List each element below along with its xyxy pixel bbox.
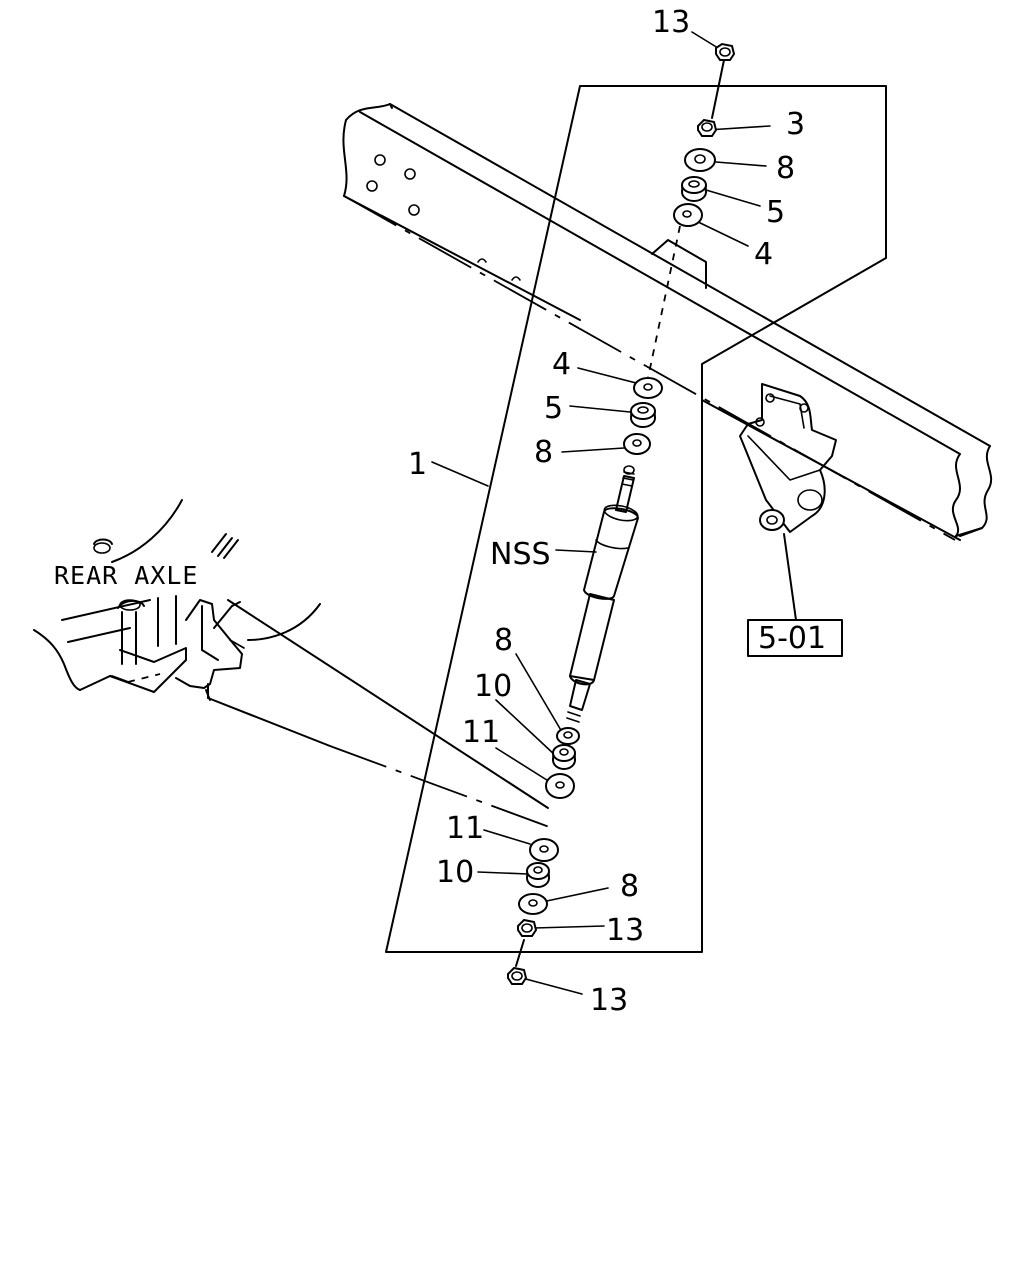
callout-5-top: 5 xyxy=(766,195,785,230)
callout-8-mid: 8 xyxy=(534,435,553,470)
hardware-parts xyxy=(507,42,736,985)
callout-8-low: 8 xyxy=(494,623,513,658)
bushing-10-low xyxy=(552,744,576,770)
callout-4-mid: 4 xyxy=(552,347,571,382)
bushing-5-mid xyxy=(630,402,656,428)
callout-nss: NSS xyxy=(490,537,551,572)
frame-rail xyxy=(342,103,993,541)
callout-5-mid: 5 xyxy=(544,391,563,426)
callout-10-bottom: 10 xyxy=(436,855,474,890)
shock-absorber xyxy=(566,465,639,723)
callout-8-top: 8 xyxy=(776,151,795,186)
washer-8-bottom xyxy=(518,893,548,915)
washer-8-mid xyxy=(623,433,651,455)
callout-13-bottom-2: 13 xyxy=(590,983,628,1018)
washer-8-low xyxy=(556,727,580,745)
callout-10-low: 10 xyxy=(474,669,512,704)
callout-11-low: 11 xyxy=(462,715,500,750)
nut-13-bottom-1 xyxy=(517,918,538,937)
assembly-outline xyxy=(385,85,887,953)
washer-4-top xyxy=(673,203,703,227)
frame-bracket xyxy=(739,383,837,621)
rear-axle-assembly xyxy=(33,499,321,693)
rear-axle-label: REAR AXLE xyxy=(54,561,198,590)
washer-8-top xyxy=(684,148,716,172)
callout-13-top: 13 xyxy=(652,5,690,40)
nut-3 xyxy=(697,118,718,137)
callout-labels: 13 3 8 5 4 4 5 8 1 NSS 8 10 11 11 10 8 1… xyxy=(54,5,826,1018)
bushing-10-bottom xyxy=(526,862,550,888)
washer-11-bottom xyxy=(529,838,559,862)
callout-8-bottom: 8 xyxy=(620,869,639,904)
callout-4-top: 4 xyxy=(754,237,773,272)
callout-3: 3 xyxy=(786,107,805,142)
nut-13-top xyxy=(715,42,736,61)
reference-box xyxy=(747,619,843,657)
bushing-5-top xyxy=(681,176,707,202)
reference-box-label: 5-01 xyxy=(758,621,826,656)
leader-lines xyxy=(205,31,771,995)
washer-11-low xyxy=(545,773,575,799)
washer-4-mid xyxy=(633,377,663,399)
nut-13-bottom-2 xyxy=(507,966,528,985)
callout-13-bottom-1: 13 xyxy=(606,913,644,948)
callout-11-bottom: 11 xyxy=(446,811,484,846)
callout-1: 1 xyxy=(408,447,427,482)
